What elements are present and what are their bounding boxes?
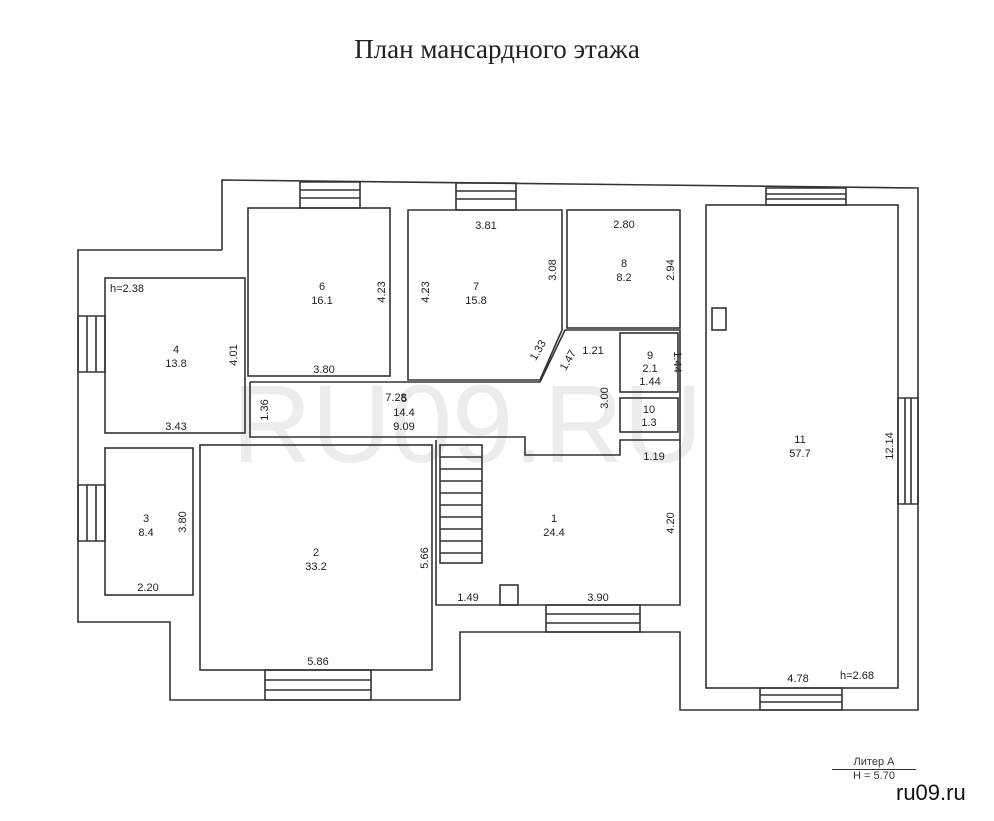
- svg-text:1.33: 1.33: [528, 338, 549, 363]
- svg-text:2.20: 2.20: [137, 582, 158, 594]
- svg-text:2.80: 2.80: [613, 219, 634, 231]
- svg-text:4.23: 4.23: [420, 281, 432, 302]
- staircase: [439, 444, 483, 564]
- room-10: [619, 397, 679, 433]
- svg-text:3.43: 3.43: [165, 421, 186, 433]
- liter-name: Литер А: [832, 756, 916, 770]
- svg-text:2.1: 2.1: [642, 363, 657, 375]
- svg-text:4.23: 4.23: [376, 281, 388, 302]
- svg-text:3.80: 3.80: [313, 364, 334, 376]
- dimensions: h=2.38 h=2.68 3.43 4.01 3.80 4.23 3.81 4…: [110, 219, 896, 685]
- svg-text:10: 10: [643, 404, 655, 416]
- svg-text:2.94: 2.94: [665, 259, 677, 280]
- svg-text:5.86: 5.86: [307, 656, 328, 668]
- svg-text:3.81: 3.81: [475, 220, 496, 232]
- svg-text:1: 1: [551, 513, 557, 525]
- svg-text:4.01: 4.01: [228, 344, 240, 365]
- windows: [77, 181, 919, 711]
- building-height: H = 5.70: [853, 770, 895, 782]
- svg-text:57.7: 57.7: [789, 448, 810, 460]
- svg-text:7.28: 7.28: [385, 392, 406, 404]
- room-7: [407, 209, 563, 381]
- svg-text:33.2: 33.2: [305, 561, 326, 573]
- svg-text:1.49: 1.49: [457, 592, 478, 604]
- svg-text:3.80: 3.80: [177, 511, 189, 532]
- svg-text:4.20: 4.20: [665, 512, 677, 533]
- svg-text:9.09: 9.09: [393, 421, 414, 433]
- svg-text:1.36: 1.36: [259, 399, 271, 420]
- svg-text:6: 6: [319, 281, 325, 293]
- svg-text:3.00: 3.00: [599, 387, 611, 408]
- svg-text:24.4: 24.4: [543, 527, 564, 539]
- watermark: RU09.RU: [232, 363, 703, 486]
- svg-text:7: 7: [473, 281, 479, 293]
- svg-text:h=2.38: h=2.38: [110, 283, 144, 295]
- svg-text:15.8: 15.8: [465, 295, 486, 307]
- svg-text:3.08: 3.08: [547, 259, 559, 280]
- svg-text:11: 11: [794, 434, 805, 446]
- vent: [711, 307, 727, 331]
- svg-text:9: 9: [647, 350, 653, 362]
- plan-title: План мансардного этажа: [354, 34, 640, 64]
- svg-text:1.44: 1.44: [671, 351, 683, 372]
- svg-text:8: 8: [621, 258, 627, 270]
- svg-text:3.90: 3.90: [587, 592, 608, 604]
- room-11: [705, 204, 899, 689]
- svg-text:8.4: 8.4: [138, 527, 153, 539]
- svg-text:12.14: 12.14: [884, 432, 896, 460]
- svg-text:3: 3: [143, 513, 149, 525]
- room-5-corridor: [249, 329, 681, 456]
- svg-text:14.4: 14.4: [393, 407, 414, 419]
- room-8: [566, 209, 681, 329]
- svg-text:8.2: 8.2: [616, 272, 631, 284]
- svg-text:13.8: 13.8: [165, 358, 186, 370]
- svg-text:1.21: 1.21: [582, 345, 603, 357]
- svg-text:2: 2: [313, 547, 319, 559]
- room-9: [619, 332, 679, 393]
- svg-text:4.78: 4.78: [787, 673, 808, 685]
- room-labels: 616.1 715.8 88.2 413.8 514.4 92.1 101.3 …: [138, 258, 810, 573]
- chimney: [499, 584, 519, 606]
- svg-text:16.1: 16.1: [311, 295, 332, 307]
- svg-text:h=2.68: h=2.68: [840, 670, 874, 682]
- svg-text:1.44: 1.44: [639, 376, 660, 388]
- svg-text:1.3: 1.3: [641, 417, 656, 429]
- svg-text:1.19: 1.19: [643, 451, 664, 463]
- outer-wall: [77, 179, 919, 711]
- svg-text:5: 5: [401, 393, 407, 405]
- site-watermark: ru09.ru: [896, 780, 966, 805]
- liter-label: Литер А H = 5.70: [832, 756, 916, 782]
- svg-text:4: 4: [173, 344, 179, 356]
- svg-text:5.66: 5.66: [419, 547, 431, 568]
